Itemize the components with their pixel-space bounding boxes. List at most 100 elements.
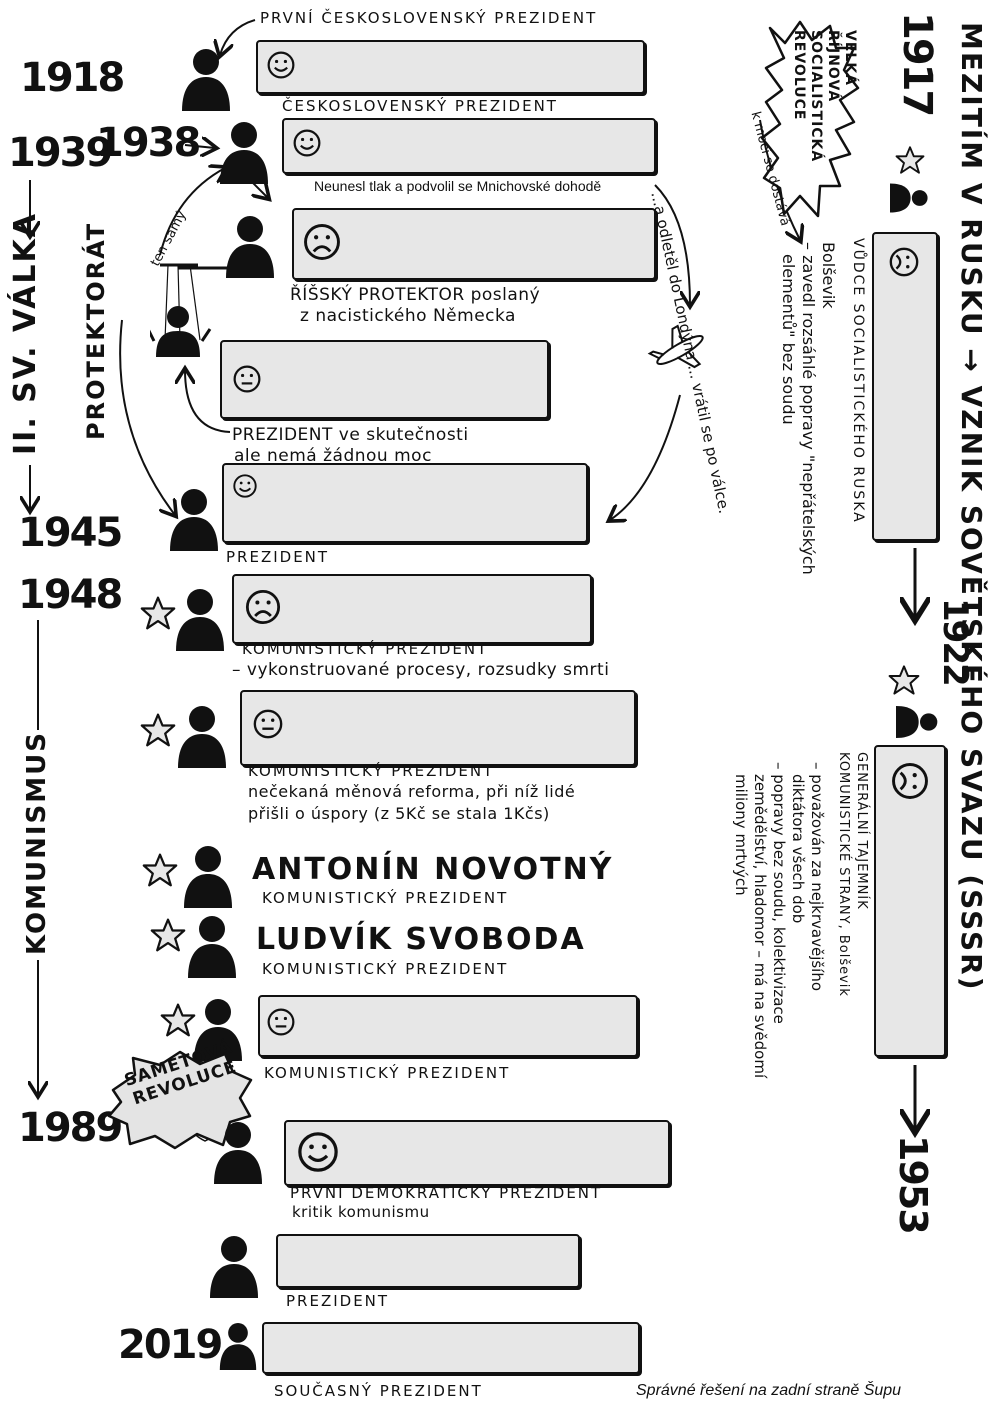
note-currency-reform: nečekaná měnová reforma, při níž lidé <box>248 782 576 801</box>
caption-critic-communism: kritik komunismu <box>292 1203 430 1221</box>
star-icon <box>142 852 178 888</box>
person-icon <box>216 118 272 184</box>
velvet-revolution-badge <box>107 1050 253 1150</box>
war-label: II. SV. VÁLKA <box>8 212 43 455</box>
star-icon <box>888 664 920 696</box>
name-svoboda: LUDVÍK SVOBODA <box>256 922 586 957</box>
protektorat-label: PROTEKTORÁT <box>82 221 110 440</box>
secretary-title-1: GENERÁLNÍ TAJEMNÍK <box>854 752 869 910</box>
caption-communist-president-1: KOMUNISTICKÝ PREZIDENT <box>242 640 489 658</box>
answer-box-1[interactable] <box>256 40 645 94</box>
year-1953: 1953 <box>891 1135 935 1233</box>
star-icon <box>150 917 186 953</box>
answer-box-11[interactable] <box>284 1120 670 1186</box>
revolution-word-3: SOCIALISTICKÁ <box>808 30 824 163</box>
puppet-icon <box>150 306 212 357</box>
leader-note-2: – zavedl rozsáhlé popravy "nepřátelských <box>799 242 818 575</box>
star-icon <box>140 595 176 631</box>
year-1918: 1918 <box>20 55 125 101</box>
caption-communist-president-2: KOMUNISTICKÝ PREZIDENT <box>248 762 495 780</box>
happy-face-icon <box>232 473 258 499</box>
caption-reich-protector: ŘÍŠSKÝ PROTEKTOR poslaný <box>290 285 541 305</box>
caption-current-president: SOUČASNÝ PREZIDENT <box>274 1382 483 1400</box>
answer-box-russia-2[interactable] <box>874 745 946 1057</box>
secretary-note-1: – považován za nejkrvavějšího <box>808 762 826 992</box>
leader-title: VŮDCE SOCIALISTICKÉHO RUSKA <box>850 238 866 524</box>
person-icon <box>890 180 930 216</box>
answer-box-10[interactable] <box>258 995 638 1057</box>
person-icon <box>172 585 228 651</box>
sad-face-icon <box>888 246 920 278</box>
answer-box-3[interactable] <box>292 208 656 280</box>
sad-face-icon <box>302 222 342 262</box>
star-icon <box>140 712 176 748</box>
revolution-word-2: ŘÍJNOVÁ <box>825 30 841 103</box>
revolution-burst <box>760 20 860 218</box>
answer-box-5[interactable] <box>222 463 588 543</box>
caption-president-12: PREZIDENT <box>286 1292 390 1310</box>
year-1922: 1922 <box>935 598 975 685</box>
leader-notes: Bolševik – zavedl rozsáhlé popravy "nepř… <box>778 242 838 575</box>
year-1948: 1948 <box>18 572 123 618</box>
person-icon <box>222 212 278 278</box>
answer-box-13[interactable] <box>262 1322 640 1374</box>
person-icon <box>174 702 230 768</box>
year-2019: 2019 <box>118 1322 223 1368</box>
neutral-face-icon <box>252 708 284 740</box>
caption-puppet-president: PREZIDENT ve skutečnosti <box>232 425 469 445</box>
note-currency-reform-2: přišli o úspory (z 5Kč se stala 1Kčs) <box>248 804 550 823</box>
person-icon <box>166 485 222 551</box>
leader-note-3: elementů" bez soudu <box>779 254 798 425</box>
secretary-note-4: zemědělství, hladomor – má na svědomí <box>751 774 769 1079</box>
answer-box-2[interactable] <box>282 118 656 174</box>
year-1938: 1938 <box>96 120 201 166</box>
note-show-trials: – vykonstruované procesy, rozsudky smrti <box>232 660 610 680</box>
caption-first-president: PRVNÍ ČESKOSLOVENSKÝ PREZIDENT <box>260 9 598 27</box>
star-icon <box>895 145 925 175</box>
caption-puppet-president-2: ale nemá žádnou moc <box>234 446 432 466</box>
answer-box-7[interactable] <box>240 690 636 766</box>
caption-first-democratic-president: PRVNÍ DEMOKRATICKÝ PREZIDENT <box>290 1184 603 1202</box>
komunismus-label: KOMUNISMUS <box>22 731 52 955</box>
revolution-word-1: VELKÁ <box>842 30 858 87</box>
person-icon <box>210 1118 266 1184</box>
answer-box-6[interactable] <box>232 574 592 644</box>
secretary-notes: – považován za nejkrvavějšího diktátora … <box>731 762 826 1078</box>
year-1989: 1989 <box>18 1105 123 1151</box>
footer-note: Správné řešení na zadní straně Šupu <box>636 1382 902 1399</box>
person-icon <box>896 702 940 742</box>
year-1939: 1939 <box>8 130 113 176</box>
neutral-face-icon <box>232 364 262 394</box>
person-icon <box>178 45 234 111</box>
happy-face-icon <box>292 128 322 158</box>
note-munich: Neunesl tlak a podvolil se Mnichovské do… <box>314 178 602 194</box>
happy-face-icon <box>266 50 296 80</box>
answer-box-4[interactable] <box>220 340 549 419</box>
person-icon <box>180 842 236 908</box>
caption-czechoslovak-president: ČESKOSLOVENSKÝ PREZIDENT <box>282 97 558 115</box>
secretary-title: GENERÁLNÍ TAJEMNÍK KOMUNISTICKÉ STRANY, … <box>834 752 870 997</box>
person-icon <box>206 1232 262 1298</box>
revolution-text: VELKÁ ŘÍJNOVÁ SOCIALISTICKÁ REVOLUCE <box>790 30 858 162</box>
name-novotny: ANTONÍN NOVOTNÝ <box>252 852 614 887</box>
caption-communist-president-3: KOMUNISTICKÝ PREZIDENT <box>264 1064 511 1082</box>
secretary-note-3: – popravy bez soudu, kolektivizace <box>770 762 788 1024</box>
secretary-note-5: miliony mrtvých <box>732 774 750 896</box>
year-1917: 1917 <box>894 12 940 116</box>
person-icon <box>214 1320 262 1370</box>
year-1945: 1945 <box>18 510 123 556</box>
leader-note-1: Bolševik <box>819 242 838 309</box>
sad-face-icon <box>890 761 930 801</box>
answer-box-12[interactable] <box>276 1234 580 1288</box>
revolution-word-4: REVOLUCE <box>791 30 807 121</box>
happy-face-icon <box>296 1130 340 1174</box>
answer-box-russia-1[interactable] <box>872 232 938 541</box>
russia-title: MEZITÍM V RUSKU → VZNIK SOVĚTSKÉHO SVAZU… <box>955 22 988 992</box>
secretary-note-2: diktátora všech dob <box>789 774 807 924</box>
secretary-title-2: KOMUNISTICKÉ STRANY, Bolševik <box>836 752 851 997</box>
caption-novotny: KOMUNISTICKÝ PREZIDENT <box>262 889 509 907</box>
caption-reich-protector-2: z nacistického Německa <box>300 306 516 326</box>
person-icon <box>184 912 240 978</box>
